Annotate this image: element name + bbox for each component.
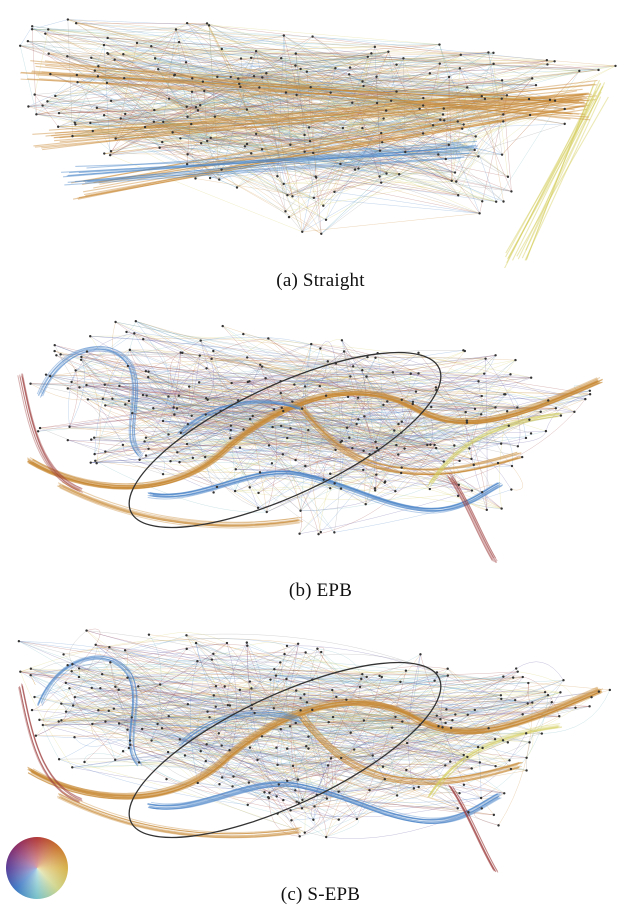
caption-s-epb: (c) S-EPB [280, 884, 361, 905]
color-wheel-legend [6, 837, 68, 899]
panel-epb [0, 305, 641, 570]
panel-straight [0, 0, 641, 268]
graph-straight [18, 18, 617, 268]
graph-epb [17, 320, 603, 564]
panel-s-epb [0, 615, 641, 875]
graph-s-epb [17, 628, 612, 873]
caption-epb: (b) EPB [288, 580, 353, 601]
caption-straight: (a) Straight [276, 270, 365, 291]
